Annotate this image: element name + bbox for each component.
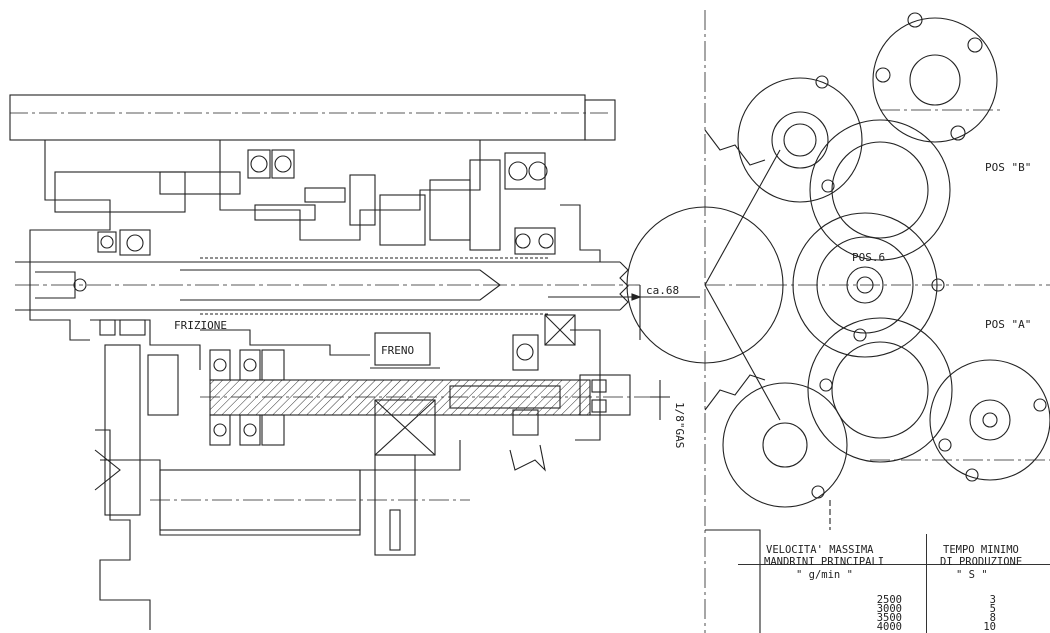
time-cell: 5 <box>989 603 996 615</box>
speed-cell: 3500 <box>876 612 902 624</box>
speed-cell: 3000 <box>876 603 902 615</box>
label-frizione: FRIZIONE <box>174 319 227 332</box>
col1-header-line3: " g/min " <box>796 569 853 581</box>
time-cell: 10 <box>983 621 996 633</box>
freno-box <box>374 332 431 366</box>
upper-housing <box>9 94 586 141</box>
label-pos-b: POS "B" <box>985 161 1031 174</box>
col2-header-line2: DI PRODUZIONE <box>940 556 1023 568</box>
left-section-view <box>9 94 700 630</box>
main-spindle <box>15 257 640 315</box>
gear-top-right <box>872 12 998 143</box>
gear-pos6 <box>792 212 945 358</box>
gear-pos-a <box>807 317 953 463</box>
upper-bearings <box>97 149 556 256</box>
speed-time-table: VELOCITA' MASSIMA MANDRINI PRINCIPALI " … <box>738 534 1050 633</box>
label-ca68: ca.68 <box>646 284 679 297</box>
gear-lower-left <box>722 382 848 508</box>
label-gas: 1/8"GAS <box>673 402 686 448</box>
gear-lower-right <box>929 359 1050 482</box>
label-pos-a: POS "A" <box>985 318 1031 331</box>
label-pos6: POS.6 <box>852 251 885 264</box>
col1-header-line1: VELOCITA' MASSIMA <box>766 544 874 556</box>
col2-header-line1: TEMPO MINIMO <box>943 544 1019 556</box>
col1-header-line2: MANDRINI PRINCIPALI <box>764 556 885 568</box>
speed-cell: 2500 <box>876 594 902 606</box>
gear-pos-b <box>809 119 951 261</box>
label-freno: FRENO <box>381 344 414 357</box>
col2-header-line3: " S " <box>956 569 988 581</box>
time-cell: 8 <box>989 612 996 624</box>
time-cell: 3 <box>989 594 996 606</box>
gear-upper-left <box>737 75 863 203</box>
speed-cell: 4000 <box>876 621 902 633</box>
right-gear-view <box>626 10 1050 633</box>
